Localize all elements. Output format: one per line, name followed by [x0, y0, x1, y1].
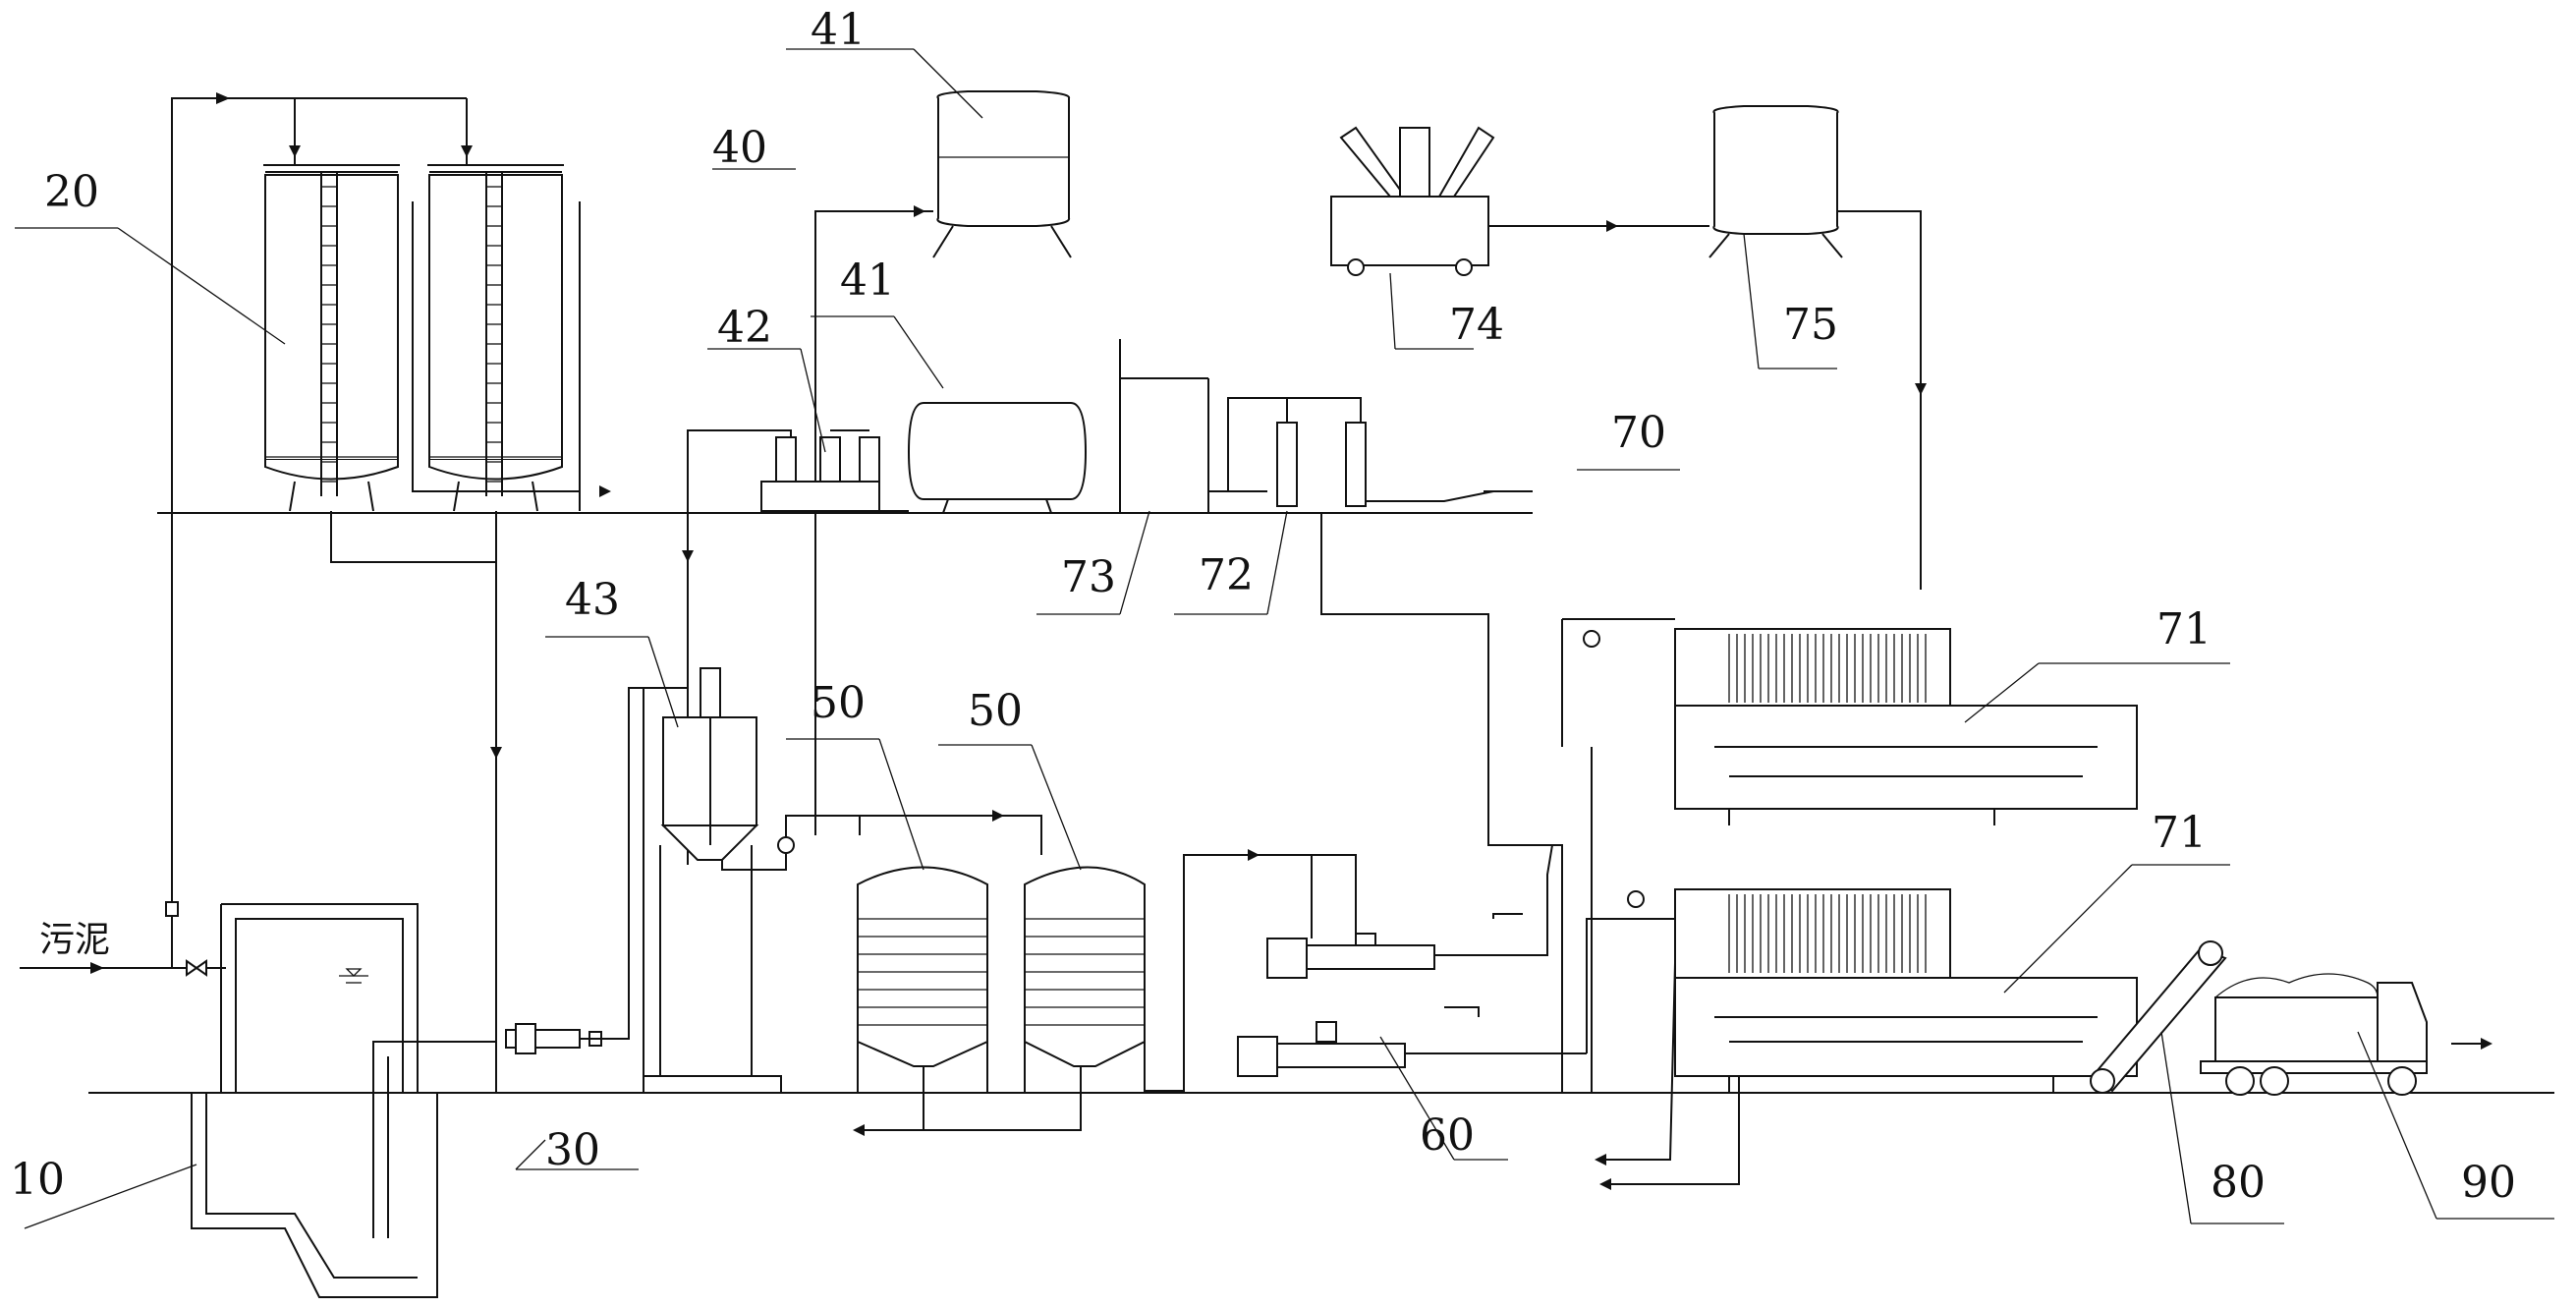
sludge-inlet: 污泥 [20, 855, 226, 977]
buffer-tanks [721, 810, 1287, 1136]
label-75: 75 [1783, 300, 1838, 350]
label-10: 10 [10, 1155, 65, 1205]
label-80: 80 [2211, 1158, 2266, 1208]
label-50a: 50 [811, 678, 866, 728]
label-30: 30 [545, 1125, 600, 1175]
label-71b: 71 [2152, 808, 2207, 858]
dosing-system [580, 90, 1088, 1094]
leader-lines [15, 48, 2554, 1229]
label-40: 40 [712, 123, 767, 173]
label-73: 73 [1061, 552, 1116, 602]
label-42: 42 [717, 303, 772, 353]
callout-labels: 10 20 30 40 41 41 42 43 50 50 60 70 71 7… [10, 5, 2516, 1208]
label-70: 70 [1611, 408, 1666, 458]
truck [2200, 973, 2492, 1096]
label-90: 90 [2461, 1158, 2516, 1208]
label-41b: 41 [840, 256, 895, 306]
label-71a: 71 [2156, 604, 2212, 654]
label-20: 20 [44, 167, 99, 217]
label-60: 60 [1420, 1110, 1475, 1161]
sludge-inlet-label: 污泥 [39, 920, 110, 960]
label-41a: 41 [811, 5, 866, 55]
sludge-pit [191, 903, 496, 1298]
label-43: 43 [565, 575, 620, 625]
feed-pump [495, 943, 630, 1093]
ground-lines [88, 512, 2554, 1094]
label-50b: 50 [968, 686, 1023, 736]
filter-press-system [1119, 105, 2138, 1190]
storage-tanks [171, 92, 611, 1042]
label-72: 72 [1199, 550, 1254, 600]
conveyor [2090, 940, 2227, 1094]
label-74: 74 [1449, 300, 1504, 350]
screw-pumps [1237, 844, 1587, 1077]
